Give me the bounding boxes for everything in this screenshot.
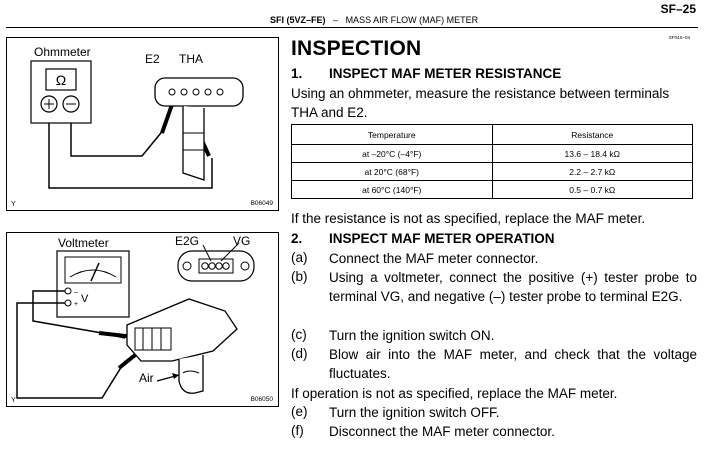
table-row: at –20°C (–4°F) 13.6 – 18.4 kΩ: [291, 144, 693, 163]
page-number: SF–25: [660, 2, 696, 16]
maf-meter-body: [182, 106, 205, 181]
step-letter: (d): [291, 346, 308, 361]
step-text: Connect the MAF meter connector.: [329, 251, 539, 266]
ohmmeter-display: [45, 68, 77, 91]
figure-1-corner: Y: [11, 201, 16, 208]
voltmeter-lead-pos: [16, 302, 126, 399]
step1-number: 1.: [291, 66, 303, 81]
temperature-cell: at –20°C (–4°F): [291, 144, 493, 163]
step-letter: (f): [291, 423, 304, 438]
ohmmeter-figure: Ω Ohmmeter E2 THA Y B06049: [6, 37, 279, 211]
step2-number: 2.: [291, 231, 303, 246]
ohm-symbol: Ω: [56, 72, 66, 88]
resistance-cell: 13.6 – 18.4 kΩ: [491, 144, 693, 163]
resistance-cell: 0.5 – 0.7 kΩ: [491, 180, 693, 199]
header-separator: –: [333, 15, 339, 25]
air-label: Air: [139, 371, 154, 385]
step1-description: Using an ohmmeter, measure the resistanc…: [291, 86, 670, 120]
voltmeter-needle: [90, 262, 100, 282]
header-rule: [6, 27, 698, 28]
figure-2-code: B06050: [250, 396, 273, 403]
terminal-tha-label: THA: [179, 52, 203, 66]
table-row: at 20°C (68°F) 2.2 – 2.7 kΩ: [291, 162, 693, 181]
voltmeter-figure: – + V Air Voltmeter E2G VG Y: [6, 232, 279, 407]
table-header-row: Temperature Resistance: [291, 124, 693, 145]
terminal-e2-label: E2: [145, 52, 160, 66]
maf-connector-plug: [134, 327, 172, 351]
step-text: Using a voltmeter, connect the positive …: [329, 270, 697, 304]
section-header: SFI (5VZ–FE) – MASS AIR FLOW (MAF) METER: [270, 15, 478, 25]
column-header: Resistance: [491, 124, 693, 145]
step1-note: If the resistance is not as specified, r…: [291, 211, 646, 226]
maf-meter-inlet: [178, 355, 204, 394]
resistance-table: Temperature Resistance at –20°C (–4°F) 1…: [291, 124, 693, 199]
column-header: Temperature: [291, 124, 493, 145]
step2-note: If operation is not as specified, replac…: [291, 386, 618, 401]
ohmmeter-lead-1: [48, 123, 213, 189]
step-text: Disconnect the MAF meter connector.: [329, 424, 555, 439]
ohmmeter-label: Ohmmeter: [34, 45, 91, 59]
voltmeter-diagram: – + V Air Voltmeter E2G VG: [16, 234, 255, 399]
resistance-cell: 2.2 – 2.7 kΩ: [491, 162, 693, 181]
temperature-cell: at 60°C (140°F): [291, 180, 493, 199]
voltmeter-label: Voltmeter: [58, 236, 109, 250]
plus-label: +: [74, 301, 78, 308]
inspection-title: INSPECTION: [291, 37, 422, 60]
section-code: SFI (5VZ–FE): [270, 15, 326, 25]
ref-code: SF04S–04: [668, 35, 690, 40]
step-letter: (c): [291, 327, 307, 342]
step2-title: INSPECT MAF METER OPERATION: [329, 231, 555, 246]
section-topic: MASS AIR FLOW (MAF) METER: [345, 15, 479, 25]
step-text: Turn the ignition switch OFF.: [329, 405, 500, 420]
temperature-cell: at 20°C (68°F): [291, 162, 493, 181]
terminal-e2g-label: E2G: [175, 234, 199, 248]
minus-label: –: [74, 289, 78, 296]
step1-title: INSPECT MAF METER RESISTANCE: [329, 66, 562, 81]
figure-1-code: B06049: [250, 200, 273, 207]
volt-unit: V: [81, 293, 89, 305]
ohmmeter-lead-2: [70, 123, 166, 157]
step-letter: (e): [291, 404, 308, 419]
table-row: at 60°C (140°F) 0.5 – 0.7 kΩ: [291, 180, 693, 199]
ohmmeter-diagram: Ω Ohmmeter E2 THA: [30, 45, 244, 189]
terminal-vg-label: VG: [233, 234, 250, 248]
step-letter: (b): [291, 269, 308, 284]
step-text: Blow air into the MAF meter, and check t…: [329, 347, 697, 381]
step-letter: (a): [291, 250, 308, 265]
step-text: Turn the ignition switch ON.: [329, 328, 495, 343]
figure-2-corner: Y: [11, 397, 16, 404]
